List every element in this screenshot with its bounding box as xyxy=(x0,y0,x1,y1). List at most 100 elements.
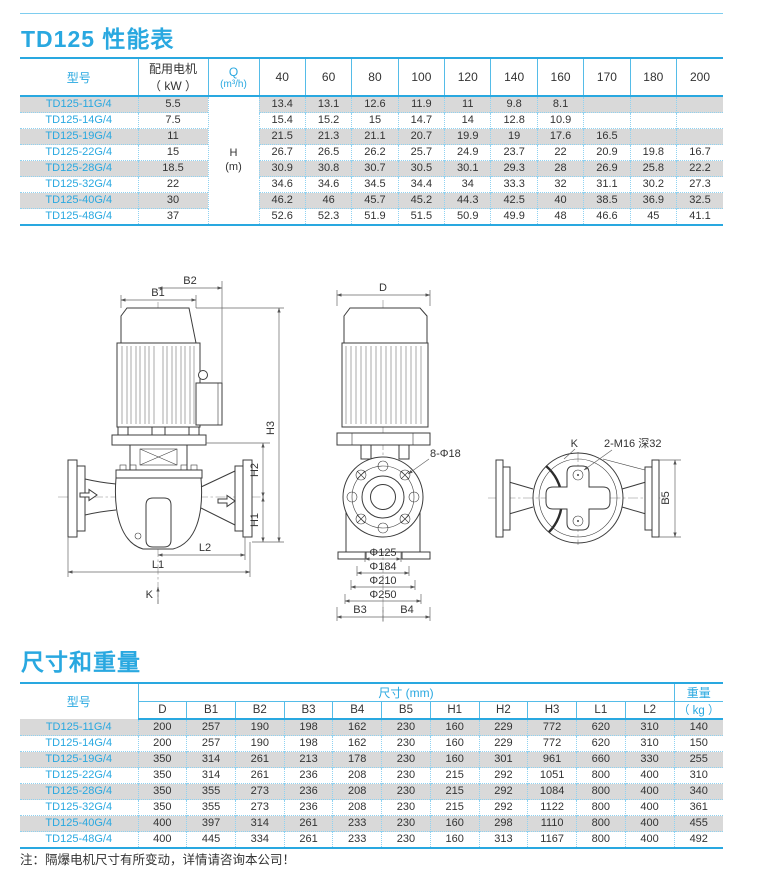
dim-value-cell: 236 xyxy=(283,799,333,816)
tap-label: 2-M16 深32 xyxy=(604,437,661,450)
weight-cell: 455 xyxy=(673,815,723,832)
flow-col: 100 xyxy=(397,58,445,97)
performance-table: 型号 配用电机 （ kW ） Q (m³/h) 40 60 80 100 120… xyxy=(20,57,723,226)
h-value-cell xyxy=(583,112,631,129)
dim-value-cell: 215 xyxy=(429,767,480,784)
dim-value-cell: 400 xyxy=(624,767,674,784)
bolt-holes-crossed xyxy=(355,469,411,525)
dim-value-cell: 230 xyxy=(381,751,431,768)
dim-value-cell: 400 xyxy=(624,783,674,800)
dim-label-b1: B1 xyxy=(151,287,164,299)
perf-row: TD125-40G/4 30 46.2 46 45.7 45.2 44.3 42… xyxy=(20,192,723,209)
h-value-cell: 28 xyxy=(536,160,584,177)
h-value-cell: 16.5 xyxy=(583,128,631,145)
dim-value-cell: 230 xyxy=(381,735,431,752)
dim-row: TD125-11G/4 200 257 190 198 162 230 160 … xyxy=(20,719,723,736)
dim-label-k-side: K xyxy=(146,589,154,601)
kw-cell: 18.5 xyxy=(137,160,208,177)
h-value-cell: 52.3 xyxy=(304,208,352,225)
dim-value-cell: 301 xyxy=(478,751,528,768)
model-cell: TD125-22G/4 xyxy=(20,144,138,161)
dim-label-b3: B3 xyxy=(353,604,366,616)
h-value-cell: 22.2 xyxy=(676,160,723,177)
perf-row: TD125-32G/4 22 34.6 34.6 34.5 34.4 34 33… xyxy=(20,176,723,193)
dim-value-cell: 213 xyxy=(283,751,333,768)
h-value-cell: 40 xyxy=(536,192,584,209)
dim-value-cell: 162 xyxy=(332,719,382,736)
dim-col: H3 xyxy=(527,701,577,720)
flow-arrow-out xyxy=(217,494,236,508)
dim-value-cell: 230 xyxy=(381,799,431,816)
dim-value-cell: 230 xyxy=(381,767,431,784)
dim-label-phi184: Φ184 xyxy=(369,561,396,573)
dim-value-cell: 400 xyxy=(624,815,674,832)
flow-col: 40 xyxy=(258,58,306,97)
dim-value-cell: 445 xyxy=(186,831,236,848)
h-value-cell: 30.1 xyxy=(444,160,491,177)
dim-value-cell: 1051 xyxy=(527,767,577,784)
h-value-cell: 30.8 xyxy=(304,160,352,177)
h-value-cell xyxy=(676,96,723,113)
dim-value-cell: 230 xyxy=(381,831,431,848)
dim-value-cell: 772 xyxy=(527,719,577,736)
dim-value-cell: 800 xyxy=(575,783,626,800)
dim-col: B3 xyxy=(283,701,333,720)
dim-value-cell: 261 xyxy=(283,831,333,848)
h-value-cell: 46.6 xyxy=(583,208,631,225)
side-view-drawing: B2 B1 H3 H2 H1 L2 L1 K xyxy=(58,275,284,604)
q-label: Q xyxy=(228,64,239,79)
dim-value-cell: 292 xyxy=(478,783,528,800)
weight-cell: 150 xyxy=(673,735,723,752)
weight-cell: 340 xyxy=(673,783,723,800)
flow-col: 180 xyxy=(629,58,677,97)
dim-value-cell: 233 xyxy=(332,815,382,832)
dim-value-cell: 800 xyxy=(575,831,626,848)
dim-value-cell: 236 xyxy=(283,783,333,800)
h-value-cell: 25.8 xyxy=(629,160,677,177)
dim-value-cell: 162 xyxy=(332,735,382,752)
kw-cell: 22 xyxy=(137,176,208,193)
dim-label-phi125: Φ125 xyxy=(369,547,396,559)
h-value-cell: 15 xyxy=(351,112,399,129)
h-value-cell: 26.2 xyxy=(351,144,399,161)
dim-value-cell: 961 xyxy=(527,751,577,768)
dim-label-l2: L2 xyxy=(199,542,211,554)
dim-value-cell: 400 xyxy=(624,799,674,816)
flow-col: 200 xyxy=(676,58,723,97)
h-value-cell: 29.3 xyxy=(490,160,538,177)
dim-col: B2 xyxy=(234,701,285,720)
col-header-model: 型号 xyxy=(66,695,91,709)
lifting-eye xyxy=(198,370,208,380)
h-value-cell xyxy=(583,96,631,113)
h-value-cell: 12.8 xyxy=(490,112,538,129)
dim-value-cell: 190 xyxy=(234,719,285,736)
model-cell: TD125-40G/4 xyxy=(20,192,138,209)
dim-value-cell: 350 xyxy=(137,751,187,768)
h-value-cell: 10.9 xyxy=(536,112,584,129)
h-value-cell: 34.6 xyxy=(258,176,306,193)
h-value-cell: 45 xyxy=(629,208,677,225)
dim-value-cell: 200 xyxy=(137,719,187,736)
weight-cell: 140 xyxy=(673,719,723,736)
h-value-cell: 51.5 xyxy=(397,208,445,225)
kw-cell: 11 xyxy=(137,128,208,145)
dim-value-cell: 273 xyxy=(234,783,285,800)
col-header-weight: 重量 xyxy=(673,683,723,702)
dim-value-cell: 310 xyxy=(624,735,674,752)
dimensions-section-title: 尺寸和重量 xyxy=(21,649,141,675)
h-value-cell: 19 xyxy=(490,128,538,145)
h-value-cell: 30.9 xyxy=(258,160,306,177)
top-view-drawing: K 2-M16 深32 B5 xyxy=(488,437,681,545)
h-value-cell: 45.2 xyxy=(397,192,445,209)
motor-label: 配用电机 xyxy=(148,62,197,76)
h-value-cell: 20.9 xyxy=(583,144,631,161)
top-rule xyxy=(20,13,723,14)
dim-col: H2 xyxy=(478,701,528,720)
h-value-cell: 31.1 xyxy=(583,176,631,193)
flow-col: 170 xyxy=(583,58,631,97)
dim-value-cell: 160 xyxy=(429,735,480,752)
dim-value-cell: 800 xyxy=(575,815,626,832)
kw-cell: 15 xyxy=(137,144,208,161)
dim-value-cell: 229 xyxy=(478,719,528,736)
dim-label-l1: L1 xyxy=(152,559,164,571)
